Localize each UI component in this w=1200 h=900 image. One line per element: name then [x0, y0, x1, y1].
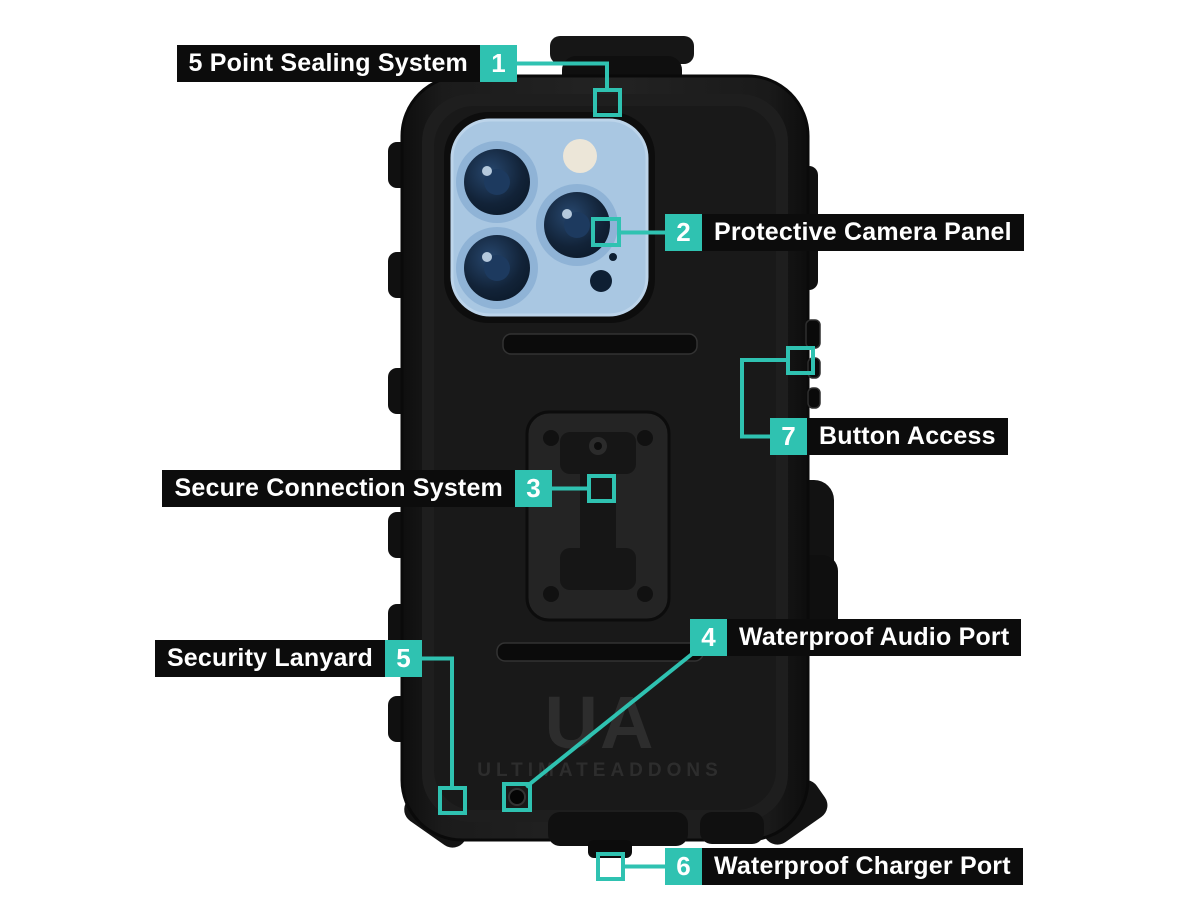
callout-number-badge: 7: [770, 418, 807, 455]
charger-port-nub: [588, 840, 632, 858]
bottom-foot: [700, 812, 764, 844]
callout-connection-system: Secure Connection System 3: [162, 470, 552, 507]
callout-button-access: 7 Button Access: [770, 418, 1008, 455]
callout-number-badge: 4: [690, 619, 727, 656]
callout-label: Waterproof Charger Port: [702, 848, 1023, 885]
callout-number-badge: 5: [385, 640, 422, 677]
callout-number-badge: 3: [515, 470, 552, 507]
camera-lens: [536, 184, 618, 266]
callout-label: 5 Point Sealing System: [176, 45, 480, 82]
callout-label: Protective Camera Panel: [702, 214, 1024, 251]
callout-label: Button Access: [807, 418, 1008, 455]
callout-label: Secure Connection System: [162, 470, 515, 507]
callout-number-badge: 2: [665, 214, 702, 251]
camera-flash: [563, 139, 597, 173]
camera-lens: [456, 227, 538, 309]
callout-label: Security Lanyard: [154, 640, 385, 677]
brand-logo: UA: [545, 681, 656, 764]
brand-name: ULTIMATEADDONS: [477, 760, 723, 781]
callout-camera-panel: 2 Protective Camera Panel: [665, 214, 1024, 251]
callout-label: Waterproof Audio Port: [727, 619, 1022, 656]
camera-mic-dot: [609, 253, 617, 261]
side-buttons: [805, 319, 821, 409]
callout-audio-port: 4 Waterproof Audio Port: [690, 619, 1022, 656]
audio-port-hole: [508, 788, 526, 806]
mount-plate: [525, 410, 671, 622]
camera-lens: [456, 141, 538, 223]
callout-number-badge: 1: [480, 45, 517, 82]
charger-flap: [548, 812, 688, 846]
callout-number-badge: 6: [665, 848, 702, 885]
callout-security-lanyard: Security Lanyard 5: [154, 640, 422, 677]
camera-sensor: [590, 270, 612, 292]
camera-module: [444, 112, 655, 323]
callout-charger-port: 6 Waterproof Charger Port: [665, 848, 1023, 885]
callout-sealing-system: 5 Point Sealing System 1: [176, 45, 517, 82]
